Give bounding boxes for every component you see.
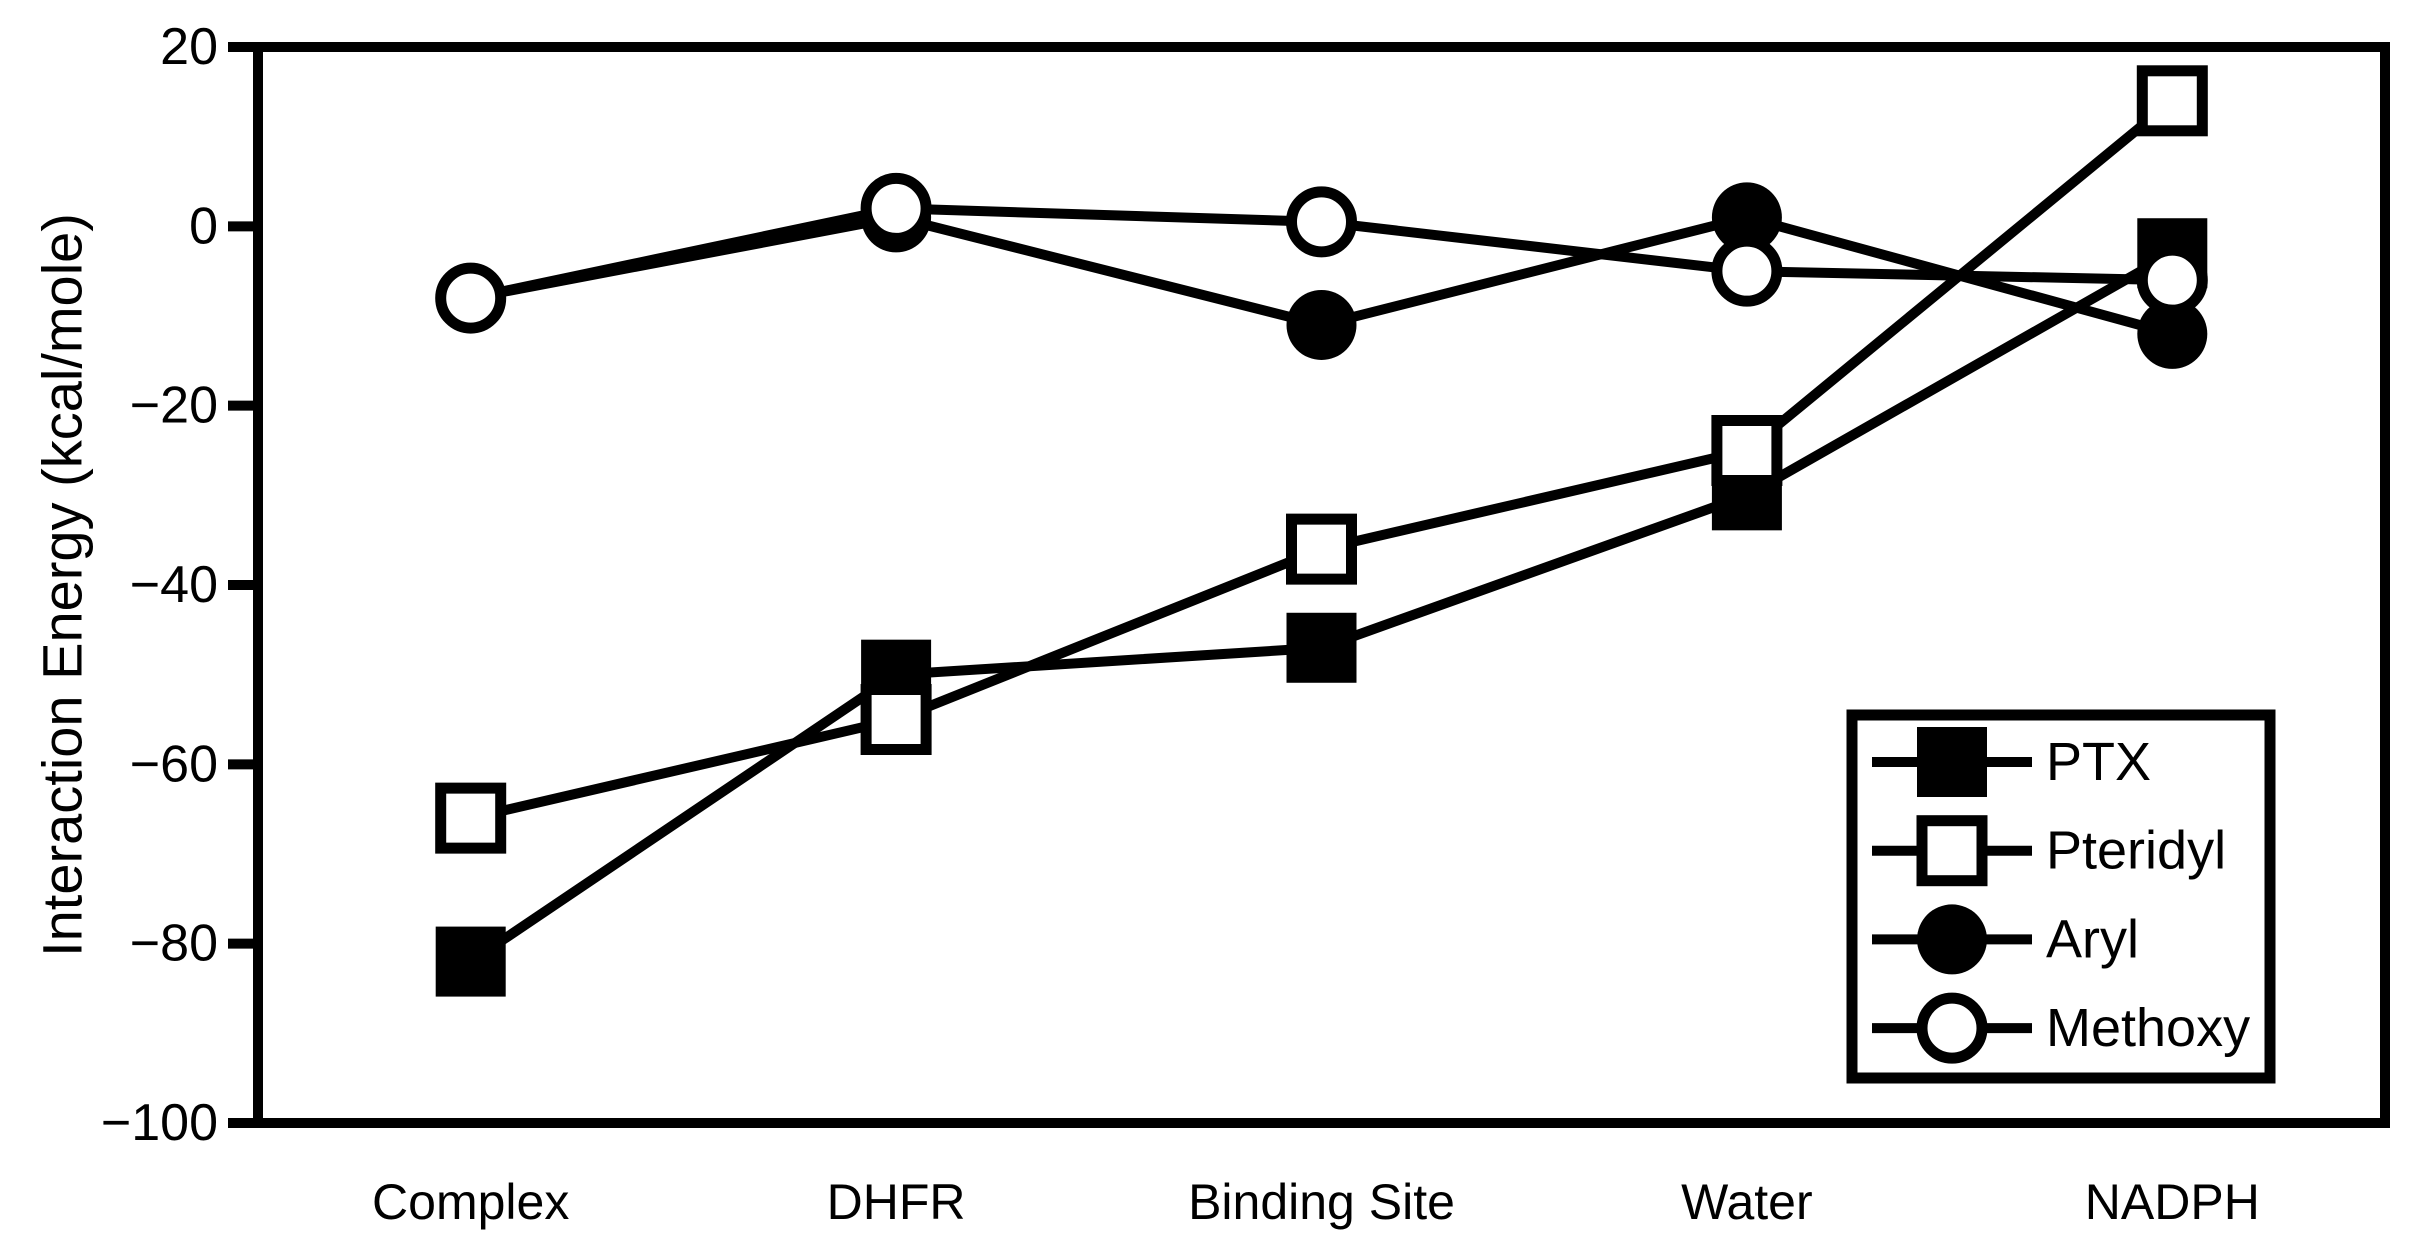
- legend-marker-methoxy: [1916, 992, 1988, 1064]
- y-axis-tick-label: −80: [130, 915, 218, 973]
- x-axis-label: Water: [1681, 1174, 1813, 1230]
- y-axis-tick-label: −100: [101, 1094, 218, 1152]
- series-methoxy-marker-dhfr: [860, 172, 932, 244]
- y-axis-title: Interaction Energy (kcal/mole): [31, 213, 94, 957]
- y-axis-tick-label: −20: [130, 377, 218, 435]
- legend-marker-pteridyl: [1916, 815, 1988, 887]
- series-methoxy-marker-binding-site: [1286, 186, 1357, 258]
- legend-label-ptx: PTX: [2046, 732, 2151, 792]
- legend-marker-aryl: [1917, 904, 1987, 975]
- series-methoxy-marker-water: [1711, 235, 1783, 307]
- x-axis-label: DHFR: [827, 1174, 966, 1230]
- x-axis-label: NADPH: [2085, 1174, 2260, 1230]
- series-pteridyl-marker-dhfr: [860, 684, 932, 755]
- legend-label-pteridyl: Pteridyl: [2046, 821, 2226, 881]
- series-methoxy-marker-complex: [435, 262, 507, 334]
- x-axis-label: Binding Site: [1188, 1174, 1455, 1230]
- series-aryl-marker-binding-site: [1286, 289, 1357, 360]
- series-pteridyl-marker-water: [1711, 415, 1783, 486]
- legend-marker-ptx: [1917, 727, 1987, 797]
- series-aryl-marker-nadph: [2137, 298, 2208, 369]
- series-pteridyl-marker-binding-site: [1286, 513, 1357, 585]
- legend-label-methoxy: Methoxy: [2046, 998, 2250, 1058]
- y-axis-tick-label: 20: [160, 18, 218, 76]
- y-axis-tick-label: −40: [130, 556, 218, 614]
- x-axis-label: Complex: [372, 1174, 569, 1230]
- series-ptx-marker-complex: [435, 926, 506, 997]
- legend-label-aryl: Aryl: [2046, 909, 2139, 969]
- series-methoxy-marker-nadph: [2136, 244, 2208, 316]
- series-pteridyl-marker-nadph: [2136, 65, 2208, 137]
- y-axis-tick-label: 0: [189, 197, 218, 255]
- series-pteridyl-marker-complex: [435, 782, 507, 854]
- series-ptx-marker-binding-site: [1286, 612, 1357, 683]
- series-aryl-marker-water: [1711, 182, 1782, 253]
- y-axis-tick-label: −60: [130, 735, 218, 793]
